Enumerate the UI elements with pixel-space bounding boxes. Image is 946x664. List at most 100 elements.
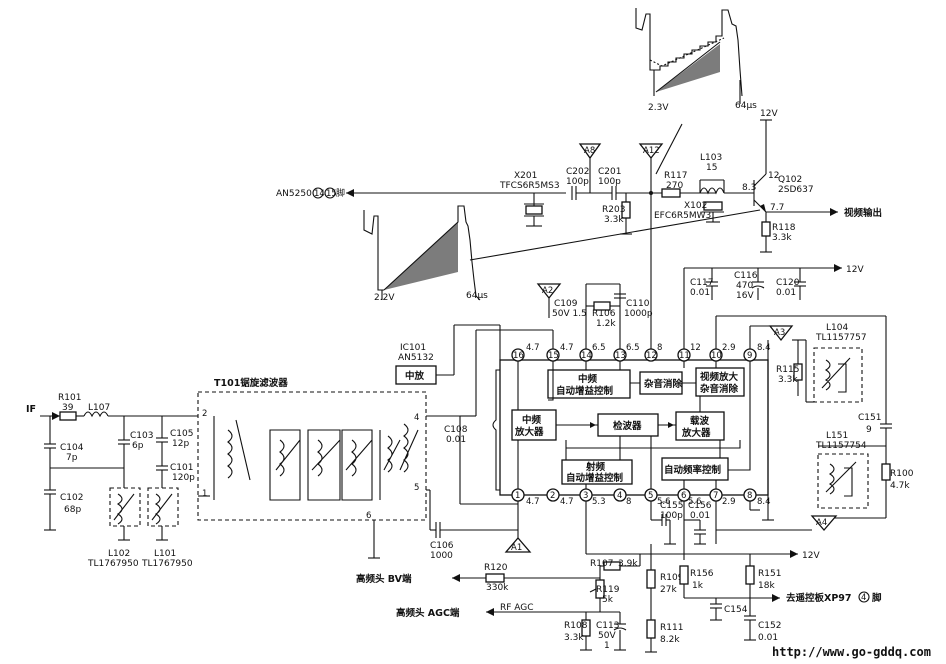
c152-ref: C152: [758, 621, 781, 631]
c109-ref: C109: [554, 299, 578, 309]
pin-1: 1: [515, 491, 520, 501]
r106-ref: R106: [592, 309, 616, 319]
r107-ref: R107: [590, 559, 613, 569]
v-pin4: 8: [626, 497, 631, 507]
v-pin14: 6.5: [592, 343, 606, 353]
pin-12: 12: [646, 351, 657, 361]
c120-ref: C120: [776, 278, 800, 288]
c117-ref: C117: [690, 278, 713, 288]
r119-ref: R119: [596, 585, 620, 595]
c201-val: 100p: [598, 177, 621, 187]
an5250-label: AN5250: [276, 189, 312, 199]
pin-2: 2: [550, 491, 555, 501]
r120-val: 330k: [486, 583, 509, 593]
c110-val: 1000p: [624, 309, 653, 319]
r117-ref: R117: [664, 171, 687, 181]
c106-ref: C106: [430, 541, 454, 551]
c152-val: 0.01: [758, 633, 778, 643]
c105-ref: C105: [170, 429, 193, 439]
c109-val: 50V 1.5: [552, 309, 587, 319]
rf-agc-line2: 自动增益控制: [566, 472, 624, 484]
r118-ref: R118: [772, 223, 796, 233]
block-detector: 检波器: [597, 413, 659, 437]
pin-10: 10: [711, 351, 722, 361]
c155-val: 100p: [660, 511, 683, 521]
x201-ref: X201: [514, 171, 537, 181]
c151-val: 9: [866, 425, 872, 435]
v-pin16: 4.7: [526, 343, 540, 353]
c103-val: 6p: [132, 441, 144, 451]
v-pin1: 4.7: [526, 497, 540, 507]
r156-val: 1k: [692, 581, 704, 591]
c151-ref: C151: [858, 413, 881, 423]
r156-ref: R156: [690, 569, 714, 579]
r100-ref: R100: [890, 469, 914, 479]
r118-val: 3.3k: [772, 233, 792, 243]
carrier-line1: 载波: [690, 415, 710, 427]
q102-part: 2SD637: [778, 185, 814, 195]
c108-val: 0.01: [446, 435, 466, 445]
v12-top: 12V: [760, 109, 778, 119]
x102-part: EFC6R5MW3: [654, 211, 711, 221]
c116-ref: C116: [734, 271, 758, 281]
agc-label: 高频头 AGC端: [396, 607, 460, 619]
x201-part: TFCS6R5MS3: [499, 181, 560, 191]
ic-pins-top: 16 15 14 13 12 11 10 9: [511, 348, 757, 362]
c202-ref: C202: [566, 167, 589, 177]
r203-ref: R203: [602, 205, 625, 215]
q-collector-v: 12: [768, 171, 779, 181]
r111-val: 8.2k: [660, 635, 680, 645]
c101-ref: C101: [170, 463, 193, 473]
v-pin11: 12: [690, 343, 701, 353]
l107-ref: L107: [88, 403, 110, 413]
wave-top-period: 64μs: [735, 101, 757, 111]
rf-agc-text: RF AGC: [500, 603, 534, 613]
v-pin6: 5.6: [688, 497, 702, 507]
r100-val: 4.7k: [890, 481, 910, 491]
c156-ref: C156: [688, 501, 712, 511]
video-amp-line2: 杂音消除: [700, 383, 739, 395]
r101-ref: R101: [58, 393, 81, 403]
pin-14: 14: [581, 351, 592, 361]
l104-part: TL1157757: [815, 333, 867, 343]
c104-val: 7p: [66, 453, 78, 463]
v-pin9: 8.4: [757, 343, 771, 353]
c104-ref: C104: [60, 443, 84, 453]
pin-16: 16: [513, 351, 524, 361]
pin-11: 11: [679, 351, 690, 361]
filter-pin-2: 2: [202, 409, 207, 419]
test-a2: A2: [542, 286, 553, 296]
r109-ref: R109: [660, 573, 684, 583]
c156-val: 0.01: [690, 511, 710, 521]
filter-pin-4: 4: [414, 413, 419, 423]
c106-val: 1000: [430, 551, 453, 561]
ic-part: AN5132: [398, 353, 434, 363]
r111-ref: R111: [660, 623, 683, 633]
filter-label: T101锯旋滤波器: [214, 377, 288, 389]
c105-val: 12p: [172, 439, 189, 449]
filter-pin-1: 1: [202, 489, 207, 499]
pin-5: 5: [648, 491, 653, 501]
r203-val: 3.3k: [604, 215, 624, 225]
if-input-label: IF: [26, 404, 36, 415]
v-pin7: 2.9: [722, 497, 736, 507]
ic-ref: IC101: [400, 343, 426, 353]
l151-ref: L151: [826, 431, 848, 441]
pin-8: 8: [747, 491, 752, 501]
filter-coils: [213, 416, 419, 501]
afc-label: 自动频率控制: [664, 464, 722, 476]
block-rf-agc: 射频 自动增益控制: [561, 459, 633, 485]
if-amp-line2: 放大器: [514, 426, 544, 438]
v-pin8: 8.4: [757, 497, 771, 507]
bv-label: 高频头 BV端: [356, 573, 412, 585]
xp97-suffix: 脚: [872, 592, 882, 604]
an5250-pin-a: 14: [314, 189, 325, 199]
watermark-url: http://www.go-gddq.com: [772, 645, 931, 659]
ic-section: 中放: [405, 370, 425, 382]
r107-val: 3.9k: [618, 559, 638, 569]
c102-ref: C102: [60, 493, 83, 503]
x102-ref: X102: [684, 201, 707, 211]
waveform-top: 2.3V 64μs: [635, 8, 757, 113]
xp97-pin: 4: [861, 593, 866, 603]
